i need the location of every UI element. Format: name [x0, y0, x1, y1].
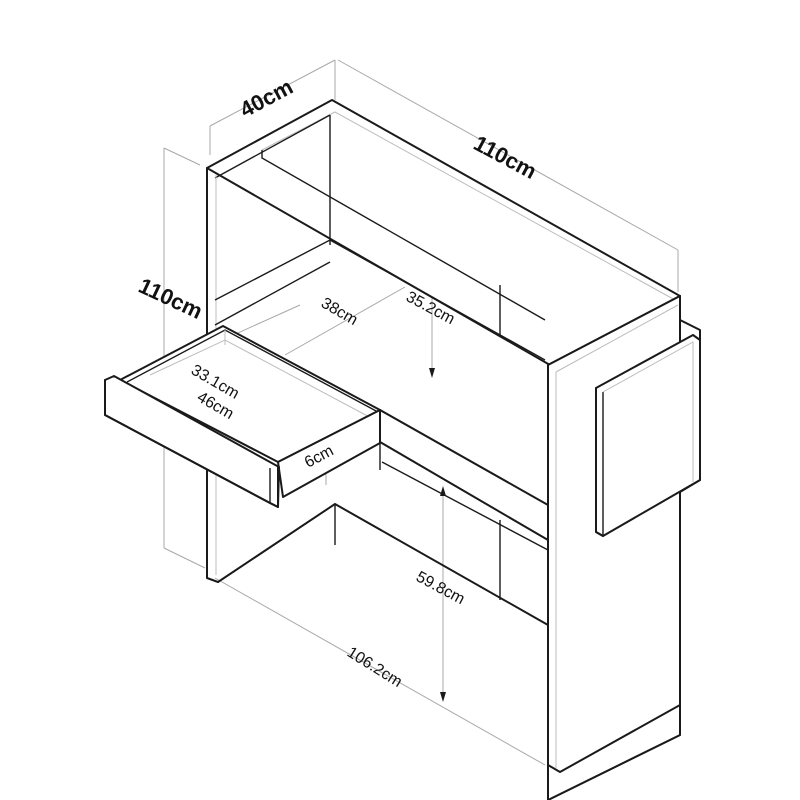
height-label: 110cm	[135, 273, 207, 324]
width-label: 110cm	[470, 130, 541, 184]
drawer	[104, 325, 381, 508]
inner-width-label: 106.2cm	[344, 644, 405, 691]
side-door-panel	[595, 334, 701, 537]
depth-label: 40cm	[236, 74, 297, 122]
